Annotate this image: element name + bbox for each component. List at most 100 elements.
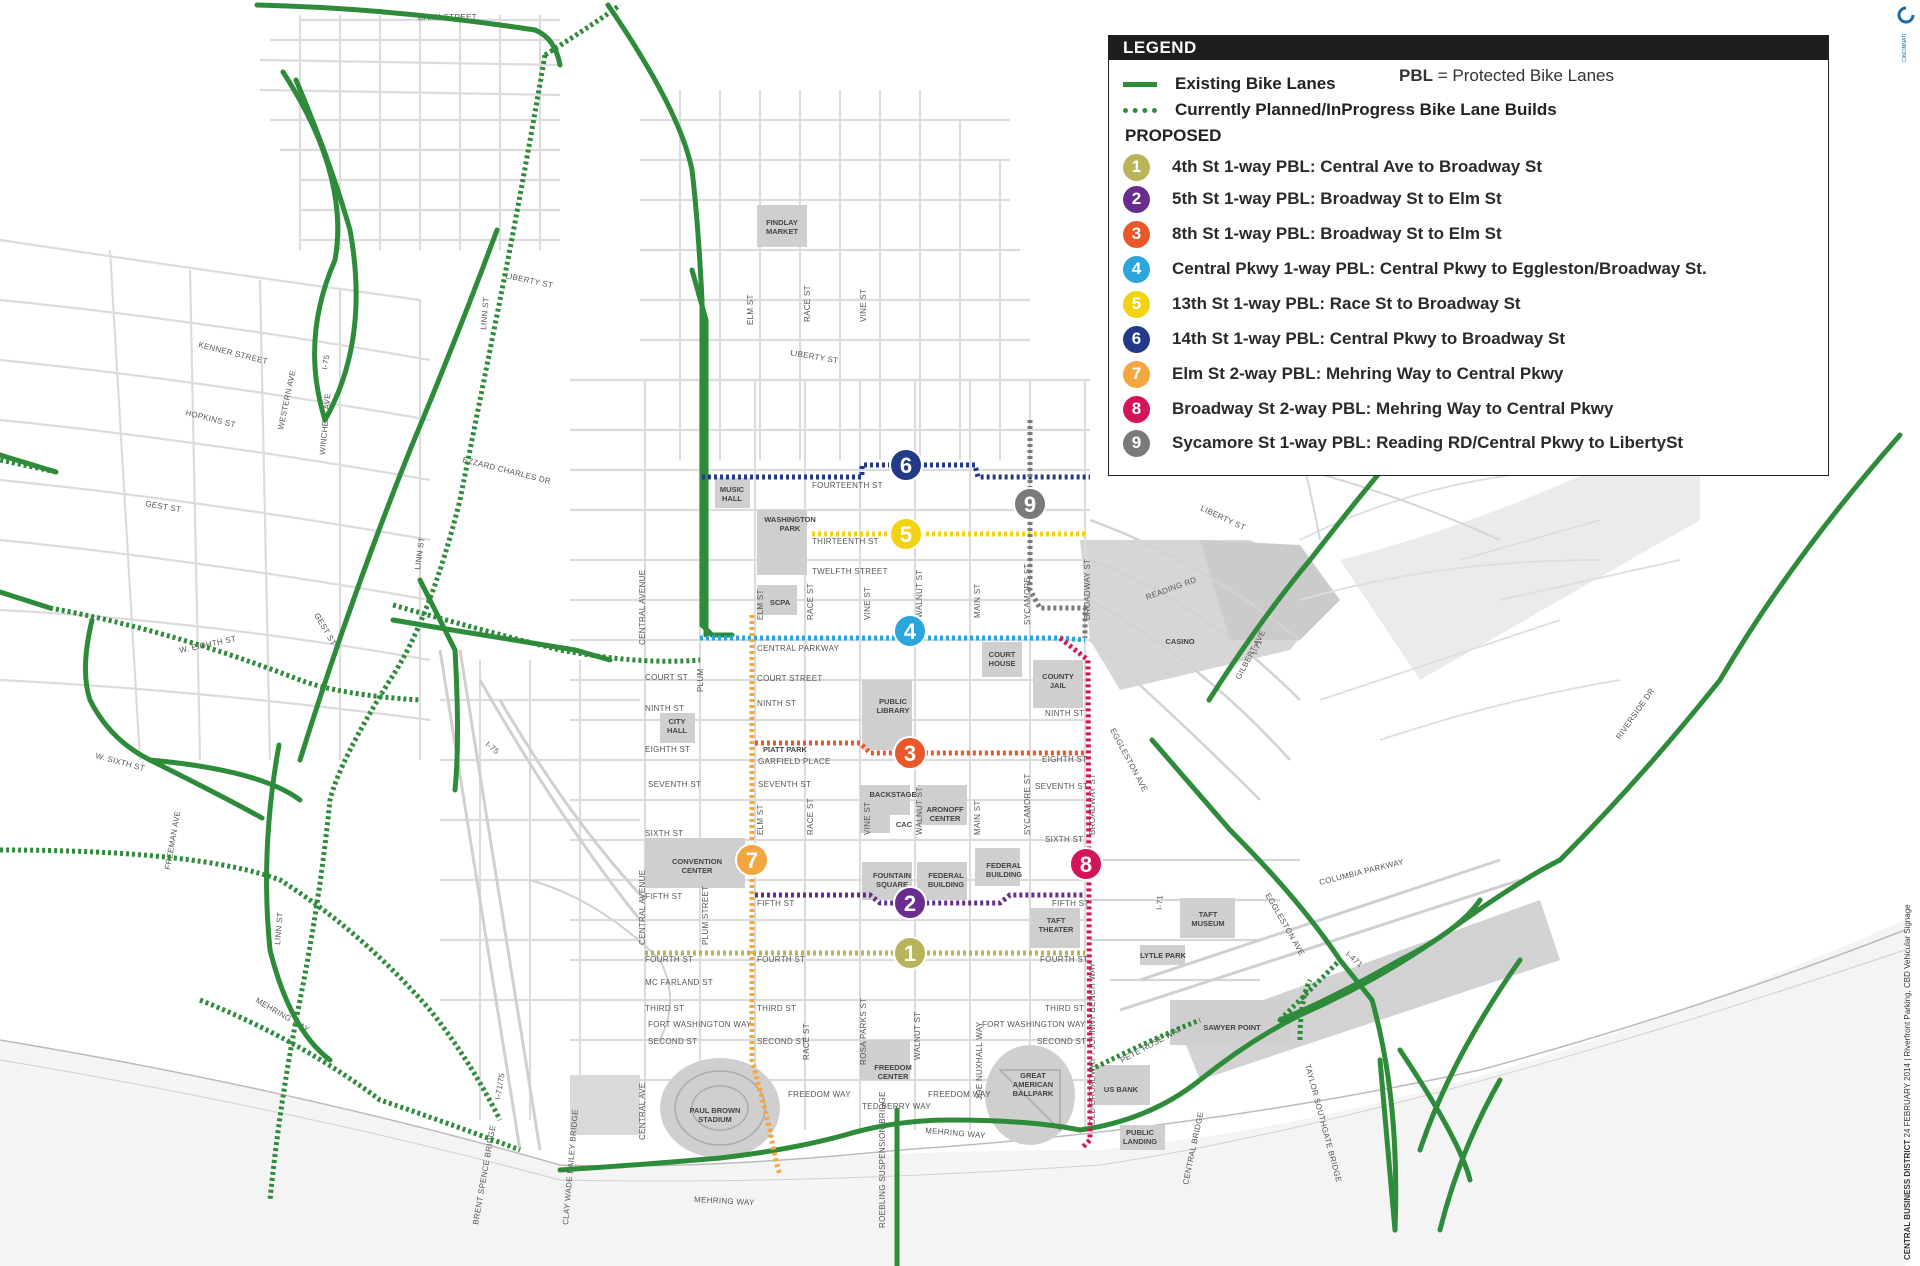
street-label: NINTH ST bbox=[645, 704, 684, 713]
street-label: EGGLESTON AVE bbox=[1263, 892, 1306, 958]
street-label: THIRD ST bbox=[757, 1004, 796, 1013]
street-label: FOURTH ST bbox=[645, 955, 693, 964]
street-label: I-71 bbox=[1155, 895, 1165, 911]
map-legend: LEGEND Existing Bike Lanes PBL = Protect… bbox=[1108, 35, 1829, 476]
street-label: LINN ST bbox=[413, 537, 426, 571]
street-label: FOURTH ST bbox=[757, 955, 805, 964]
street-label: LINN ST bbox=[273, 912, 285, 945]
street-label: VINE ST bbox=[863, 587, 872, 620]
street-label: MEHRING WAY bbox=[925, 1126, 987, 1140]
street-label: VINE ST bbox=[859, 289, 868, 322]
legend-item-8: 8 Broadway St 2-way PBL: Mehring Way to C… bbox=[1123, 395, 1613, 423]
proposed-lane-7 bbox=[749, 615, 783, 1176]
proposed-lane-2 bbox=[755, 892, 1085, 906]
street-label: TWELFTH STREET bbox=[812, 567, 888, 576]
sidebar-subtitle: Riverfront Parking, CBD Vehicular Signag… bbox=[1903, 904, 1912, 1057]
building-label-backstage: BACKSTAGE bbox=[870, 790, 917, 799]
svg-text:4: 4 bbox=[904, 619, 917, 644]
route-marker-6[interactable]: 6 bbox=[889, 448, 923, 482]
pbl-definition: = Protected Bike Lanes bbox=[1437, 66, 1614, 85]
street-label: EGGLESTON AVE bbox=[1108, 727, 1149, 794]
street-label: I-75 bbox=[320, 354, 332, 371]
street-label: WALNUT ST bbox=[913, 1012, 922, 1060]
street-label: FIFTH ST bbox=[1052, 899, 1090, 908]
street-label: SECOND ST bbox=[1037, 1037, 1086, 1046]
route-marker-5[interactable]: 5 bbox=[889, 517, 923, 551]
legend-item-label: 13th St 1-way PBL: Race St to Broadway S… bbox=[1172, 294, 1521, 313]
street-label: LIBERTY ST bbox=[505, 271, 554, 290]
street-label: SIXTH ST bbox=[1045, 835, 1083, 844]
street-label: VINE ST bbox=[863, 802, 872, 835]
route-marker-9[interactable]: 9 bbox=[1013, 487, 1047, 521]
route-8-badge-icon: 8 bbox=[1123, 395, 1150, 423]
legend-planned: Currently Planned/InProgress Bike Lane B… bbox=[1109, 99, 1557, 121]
street-label: COLUMBIA PARKWAY bbox=[1318, 857, 1405, 887]
legend-planned-label: Currently Planned/InProgress Bike Lane B… bbox=[1175, 100, 1557, 119]
svg-text:2: 2 bbox=[904, 891, 916, 916]
street-label: THIRD ST bbox=[645, 1004, 684, 1013]
street-label: SEVENTH ST bbox=[648, 780, 701, 789]
sidebar-title: CENTRAL BUSINESS DISTRICT bbox=[1903, 1139, 1912, 1260]
street-label: SECOND ST bbox=[648, 1037, 697, 1046]
legend-item-label: Sycamore St 1-way PBL: Reading RD/Centra… bbox=[1172, 433, 1684, 452]
route-marker-2[interactable]: 2 bbox=[893, 886, 927, 920]
street-label: EIGHTH ST bbox=[1042, 755, 1087, 764]
route-marker-7[interactable]: 7 bbox=[735, 843, 769, 877]
street-label: WALNUT ST bbox=[915, 570, 924, 618]
street-label: CENTRAL PARKWAY bbox=[757, 644, 840, 653]
svg-text:6: 6 bbox=[900, 453, 912, 478]
street-label: FORT WASHINGTON WAY bbox=[982, 1020, 1086, 1029]
legend-title: LEGEND bbox=[1109, 36, 1828, 60]
street-label: PLUM bbox=[696, 669, 705, 692]
svg-text:1: 1 bbox=[904, 941, 916, 966]
street-label: SIXTH ST bbox=[645, 829, 683, 838]
street-label: ROEBLING SUSPENSION BRIDGE bbox=[878, 1091, 887, 1228]
legend-item-label: Elm St 2-way PBL: Mehring Way to Central… bbox=[1172, 364, 1564, 383]
street-label: LIBERTY ST bbox=[1199, 504, 1247, 533]
street-label: PLUM STREET bbox=[701, 886, 710, 945]
legend-item-label: Broadway St 2-way PBL: Mehring Way to Ce… bbox=[1172, 399, 1614, 418]
route-marker-4[interactable]: 4 bbox=[893, 614, 927, 648]
route-marker-1[interactable]: 1 bbox=[893, 936, 927, 970]
sidebar-date: 24 FEBRUARY 2014 bbox=[1903, 1063, 1912, 1138]
route-markers[interactable]: 1 2 3 4 5 6 7 8 9 bbox=[735, 448, 1103, 970]
street-label: ELM ST bbox=[756, 804, 765, 835]
svg-text:7: 7 bbox=[746, 848, 758, 873]
route-marker-3[interactable]: 3 bbox=[893, 736, 927, 770]
solid-line-icon bbox=[1123, 81, 1157, 87]
street-label: RACE ST bbox=[806, 798, 815, 835]
street-label: FREEDOM WAY bbox=[788, 1090, 851, 1099]
street-label: SEVENTH ST bbox=[758, 780, 811, 789]
building-label-scpa: SCPA bbox=[770, 598, 791, 607]
street-label: FIFTH ST bbox=[757, 899, 795, 908]
route-marker-8[interactable]: 8 bbox=[1069, 847, 1103, 881]
street-label: CENTRAL AVENUE bbox=[638, 870, 647, 945]
legend-proposed-heading: PROPOSED bbox=[1125, 126, 1222, 145]
building-label-lytle-park: LYTLE PARK bbox=[1140, 951, 1186, 960]
street-label: BROADWAY ST bbox=[1088, 774, 1097, 835]
route-4-badge-icon: 4 bbox=[1123, 255, 1150, 283]
street-label: LINN ST bbox=[479, 297, 491, 330]
street-label: MEHRING WAY bbox=[694, 1195, 755, 1207]
street-label: CENTRAL AVE bbox=[638, 1082, 647, 1140]
street-label: SEVENTH ST bbox=[1035, 782, 1088, 791]
